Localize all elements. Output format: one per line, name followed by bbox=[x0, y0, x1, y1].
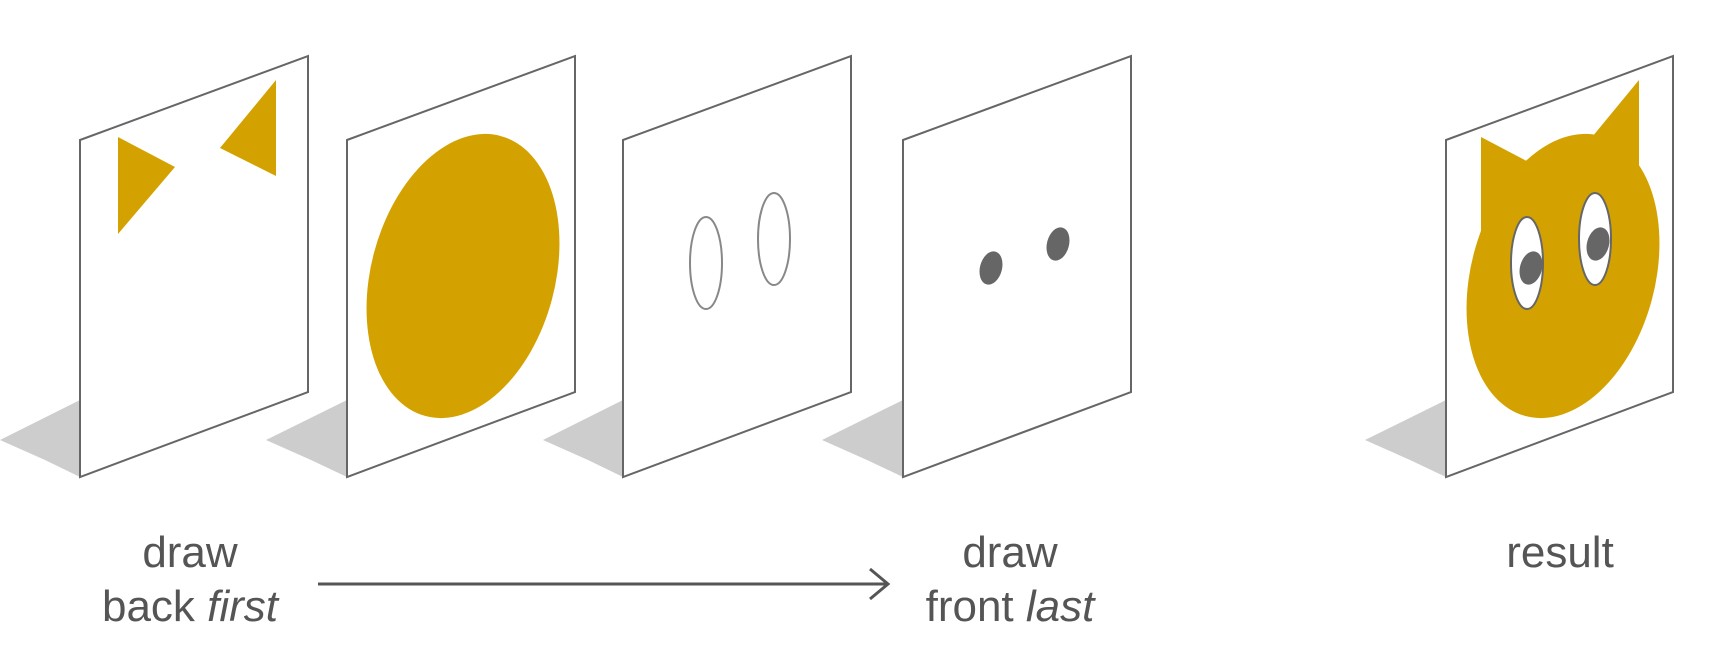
panel-shadow bbox=[822, 400, 903, 477]
result-pupil-left bbox=[1519, 251, 1543, 285]
panel-frame bbox=[902, 54, 1132, 479]
ear-right bbox=[220, 80, 276, 176]
caption-end-plain: front bbox=[925, 582, 1026, 631]
caption-end-line1: draw bbox=[962, 528, 1058, 577]
caption-draw-back-first: draw back first bbox=[60, 526, 320, 634]
panel-ears bbox=[0, 54, 309, 479]
caption-end-emph: last bbox=[1025, 582, 1095, 631]
ear-left bbox=[118, 137, 175, 234]
panel-shadow bbox=[1365, 400, 1446, 477]
pupil-left bbox=[979, 251, 1003, 285]
panel-shadow bbox=[0, 400, 80, 477]
caption-start-emph: first bbox=[207, 582, 279, 631]
panel-result bbox=[1365, 54, 1674, 479]
order-arrow bbox=[318, 567, 891, 601]
caption-start-plain: back bbox=[101, 582, 208, 631]
panel-head bbox=[266, 54, 576, 479]
eye-white-left bbox=[689, 216, 723, 310]
caption-draw-front-last: draw front last bbox=[880, 526, 1140, 634]
panel-frame bbox=[622, 54, 852, 479]
head-ellipse bbox=[366, 133, 560, 419]
arrow-head bbox=[869, 567, 891, 601]
eye-white-right bbox=[757, 192, 791, 286]
panel-eye-whites bbox=[543, 54, 852, 479]
caption-start-line2: back first bbox=[60, 580, 320, 634]
panel-pupils bbox=[822, 54, 1132, 479]
panel-shadow bbox=[543, 400, 623, 477]
result-head bbox=[1466, 133, 1660, 419]
caption-result: result bbox=[1440, 526, 1680, 580]
caption-result-text: result bbox=[1506, 528, 1614, 577]
result-pupil-right bbox=[1586, 227, 1610, 261]
panel-shadow bbox=[266, 400, 347, 477]
caption-end-line2: front last bbox=[880, 580, 1140, 634]
pupil-right bbox=[1046, 227, 1070, 261]
caption-start-line1: draw bbox=[142, 528, 238, 577]
